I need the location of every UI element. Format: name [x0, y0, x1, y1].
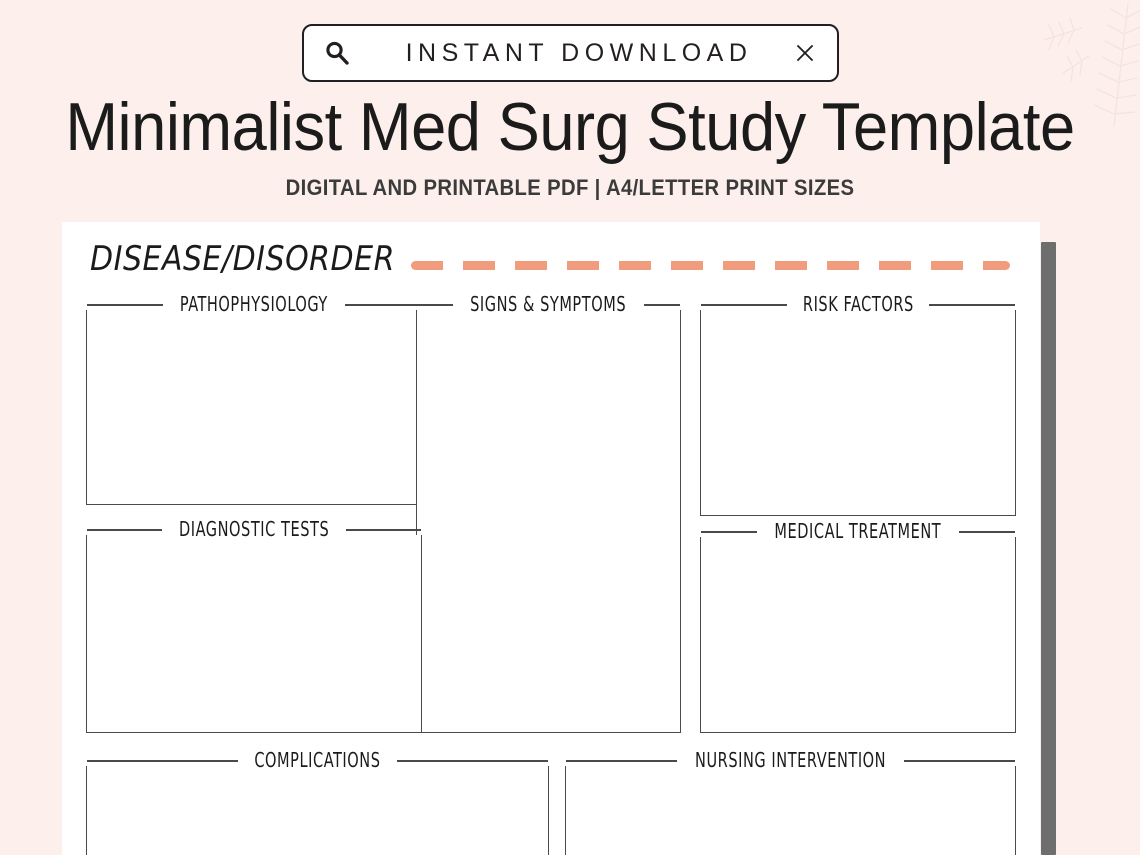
- section-header-pathophysiology: PATHOPHYSIOLOGY: [87, 293, 421, 317]
- section-label-complications: COMPLICATIONS: [242, 749, 393, 773]
- section-box-pathophysiology[interactable]: PATHOPHYSIOLOGY: [86, 293, 422, 505]
- page-subtitle: DIGITAL AND PRINTABLE PDF | A4/LETTER PR…: [285, 175, 855, 200]
- section-box-nursing-intervention[interactable]: NURSING INTERVENTION: [565, 749, 1016, 855]
- header-rule-right: [346, 529, 422, 531]
- section-box-risk-factors[interactable]: RISK FACTORS: [700, 293, 1016, 516]
- instant-download-banner: INSTANT DOWNLOAD: [0, 24, 1140, 82]
- header-rule-left: [87, 304, 164, 306]
- header-rule-left: [87, 529, 162, 531]
- section-header-complications: COMPLICATIONS: [87, 749, 549, 773]
- close-icon[interactable]: [795, 43, 815, 63]
- header-rule-left: [417, 304, 454, 306]
- template-page: DISEASE/DISORDER PATHOPHYSIOLOGY SIGNS &…: [62, 222, 1040, 855]
- header-rule-right: [344, 304, 421, 306]
- headline-block: Minimalist Med Surg Study Template DIGIT…: [0, 88, 1140, 201]
- section-label-pathophysiology: PATHOPHYSIOLOGY: [167, 293, 341, 317]
- section-label-medical-treatment: MEDICAL TREATMENT: [762, 520, 954, 544]
- header-rule-right: [958, 531, 1016, 533]
- header-rule-right: [643, 304, 680, 306]
- section-header-nursing-intervention: NURSING INTERVENTION: [566, 749, 1015, 773]
- header-rule-left: [87, 760, 239, 762]
- header-rule-left: [701, 304, 787, 306]
- section-box-diagnostic-tests[interactable]: DIAGNOSTIC TESTS: [86, 518, 422, 733]
- page-title: Minimalist Med Surg Study Template: [65, 89, 1075, 165]
- section-box-complications[interactable]: COMPLICATIONS: [86, 749, 549, 855]
- dashed-write-in-line[interactable]: [410, 260, 1010, 270]
- section-header-signs-symptoms: SIGNS & SYMPTOMS: [417, 293, 680, 317]
- header-rule-left: [566, 760, 677, 762]
- header-rule-left: [701, 531, 758, 533]
- section-box-signs-symptoms[interactable]: SIGNS & SYMPTOMS: [416, 293, 681, 733]
- template-title: DISEASE/DISORDER: [90, 239, 395, 279]
- section-box-medical-treatment[interactable]: MEDICAL TREATMENT: [700, 520, 1016, 733]
- section-header-diagnostic-tests: DIAGNOSTIC TESTS: [87, 518, 422, 542]
- page-scrollbar[interactable]: [1041, 242, 1056, 855]
- header-rule-right: [929, 304, 1016, 306]
- template-title-row: DISEASE/DISORDER: [90, 236, 1010, 282]
- instant-download-label: INSTANT DOWNLOAD: [405, 38, 753, 67]
- header-rule-right: [396, 760, 549, 762]
- search-icon[interactable]: [324, 40, 350, 66]
- section-header-medical-treatment: MEDICAL TREATMENT: [701, 520, 1016, 544]
- section-label-risk-factors: RISK FACTORS: [790, 293, 926, 317]
- section-label-diagnostic-tests: DIAGNOSTIC TESTS: [166, 518, 342, 542]
- section-header-risk-factors: RISK FACTORS: [701, 293, 1016, 317]
- section-label-nursing-intervention: NURSING INTERVENTION: [682, 749, 899, 773]
- section-label-signs-symptoms: SIGNS & SYMPTOMS: [458, 293, 639, 317]
- instant-download-badge[interactable]: INSTANT DOWNLOAD: [301, 24, 839, 82]
- header-rule-right: [904, 760, 1015, 762]
